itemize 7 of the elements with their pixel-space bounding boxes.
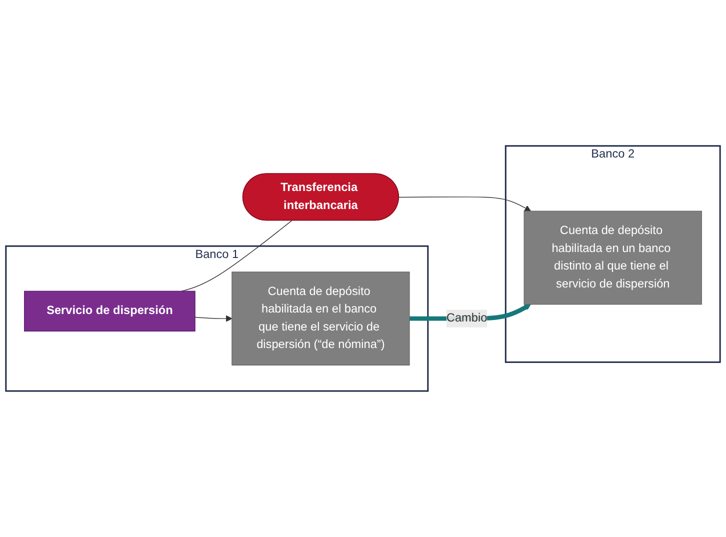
- arrow: [398, 196, 532, 212]
- edge-label: Cambio: [446, 312, 488, 325]
- connector: [181, 220, 292, 292]
- arrow: [194, 315, 232, 322]
- node-box: Cuenta de depósito habilitada en un banco distinto al que tiene el servicio de dispersión: [524, 210, 702, 305]
- node-box: Servicio de dispersión: [24, 290, 196, 332]
- node-box: Cuenta de depósito habilitada en el banco que tiene el servicio de dispersión (“de nómina”): [232, 272, 410, 366]
